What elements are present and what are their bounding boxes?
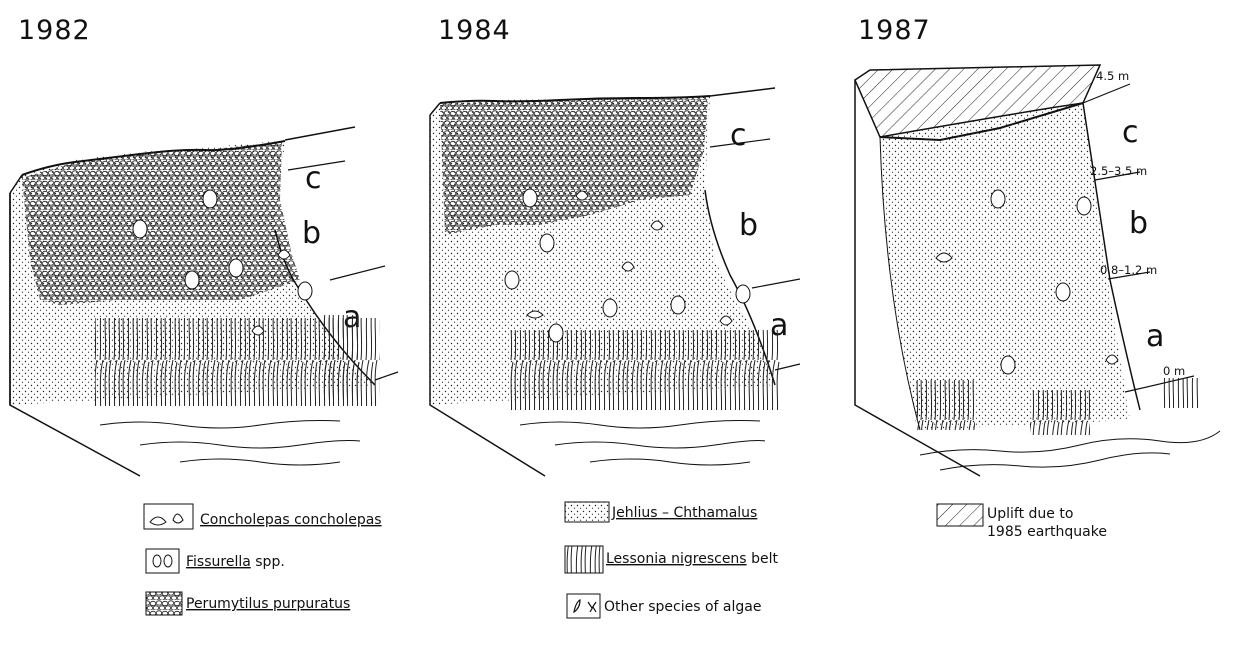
- concholepas-icon: [144, 504, 193, 529]
- depth-label-top: 4.5 m: [1096, 69, 1129, 83]
- panel-year: 1984: [438, 15, 511, 46]
- barnacle-icon: [565, 502, 609, 522]
- legend-label: Perumytilus purpuratus: [186, 596, 350, 612]
- zone-line-ba: [752, 279, 800, 288]
- legend-label: Other species of algae: [604, 599, 761, 615]
- zone-label-b: b: [302, 216, 321, 251]
- lessonia-belt: [510, 330, 780, 410]
- zone-label-b: b: [739, 208, 758, 243]
- zone-label-a: a: [1146, 319, 1164, 354]
- zone-label-c: c: [1122, 115, 1139, 150]
- depth-label-cb: 2.5–3.5 m: [1090, 164, 1147, 178]
- panel-1982: 1982 c b a: [10, 15, 398, 476]
- legend-label: Uplift due to: [987, 506, 1073, 522]
- zone-line-ba: [330, 266, 385, 280]
- legend: Concholepas concholepas Fissurella spp. …: [144, 502, 1107, 618]
- fissurella-mark: [991, 190, 1005, 208]
- fissurella-mark: [523, 189, 537, 207]
- panel-1987: 1987 4.5 m 2.5–3.5 m 0.8–1.2 m 0 m c b a: [855, 15, 1220, 476]
- panel-year: 1987: [858, 15, 931, 46]
- zone-label-c: c: [730, 118, 747, 153]
- lessonia-icon: [565, 546, 603, 573]
- panel-1984: 1984 c b a: [430, 15, 800, 476]
- legend-label: Concholepas concholepas: [200, 512, 382, 528]
- water-line: [520, 421, 760, 429]
- top-line: [710, 88, 775, 96]
- uplift-icon: [937, 504, 983, 526]
- depth-label-ba: 0.8–1.2 m: [1100, 263, 1157, 277]
- zone-label-b: b: [1129, 206, 1148, 241]
- lessonia-belt: [915, 380, 975, 430]
- legend-label: Fissurella spp.: [186, 554, 285, 570]
- top-line: [285, 127, 355, 140]
- fissurella-icon: [146, 549, 179, 573]
- fissurella-mark: [203, 190, 217, 208]
- perumytilus-icon: [146, 592, 182, 615]
- algae-icon: [567, 594, 600, 618]
- legend-label: Lessonia nigrescens belt: [606, 551, 778, 567]
- legend-label: 1985 earthquake: [987, 524, 1107, 540]
- panel-year: 1982: [18, 15, 91, 46]
- depth-label-base: 0 m: [1163, 364, 1185, 378]
- water-line: [100, 421, 340, 429]
- legend-label: Jehlius – Chthamalus: [611, 505, 757, 521]
- mussel-bed: [22, 142, 300, 305]
- zone-label-c: c: [305, 161, 322, 196]
